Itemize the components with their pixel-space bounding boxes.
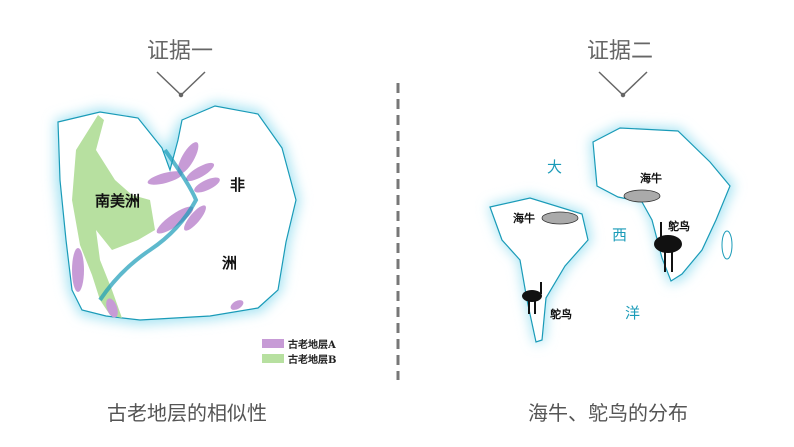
legend-item-a: 古老地层A — [262, 336, 336, 351]
atlantic-map: 海牛 海牛 鸵鸟 鸵鸟 大 西 洋 — [488, 125, 735, 345]
manatee-icon — [541, 211, 579, 225]
evidence-two-header: 证据二 — [587, 39, 654, 64]
manatee-icon — [623, 189, 661, 203]
ostrich-icon — [654, 222, 682, 272]
ocean-label-yang: 洋 — [625, 304, 640, 322]
legend-item-b: 古老地层B — [262, 351, 336, 366]
label-south-america: 南美洲 — [95, 192, 140, 210]
ostrich-icon — [522, 282, 542, 314]
legend-label-b: 古老地层B — [288, 355, 337, 366]
ocean-label-da: 大 — [547, 158, 562, 176]
ocean-label-xi: 西 — [612, 226, 627, 244]
label-africa-1: 非 — [230, 176, 245, 194]
label-ostrich-sa: 鸵鸟 — [550, 307, 572, 321]
caption-left: 古老地层的相似性 — [107, 401, 267, 425]
label-ostrich-af: 鸵鸟 — [668, 219, 690, 233]
legend-swatch-a — [262, 339, 284, 348]
arrow-pointer-right — [598, 71, 648, 98]
caption-right: 海牛、鸵鸟的分布 — [528, 401, 688, 425]
legend-label-a: 古老地层A — [288, 340, 336, 351]
joined-continents-map: 南美洲 非 洲 — [55, 102, 300, 325]
arrow-pointer-left — [156, 71, 206, 98]
legend-swatch-b — [262, 354, 284, 363]
label-manatee-af: 海牛 — [640, 171, 662, 185]
label-manatee-sa: 海牛 — [513, 211, 535, 225]
label-africa-2: 洲 — [222, 254, 237, 272]
evidence-one-header: 证据一 — [147, 39, 214, 64]
